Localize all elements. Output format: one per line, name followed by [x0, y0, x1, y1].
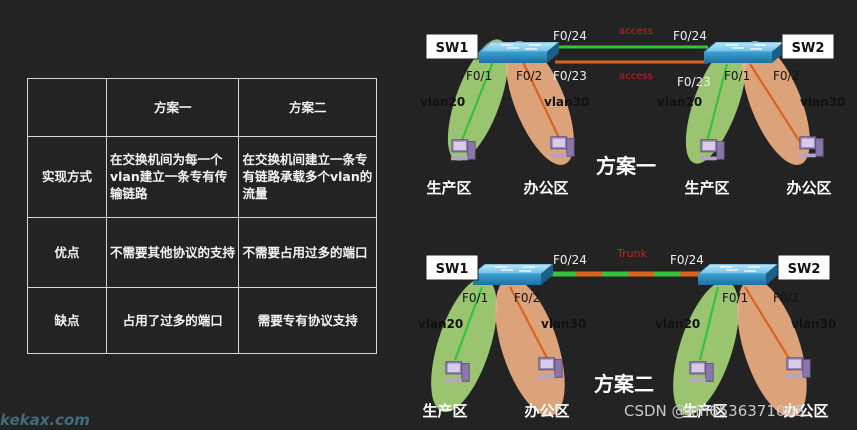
cell-advantages-plan1: 不需要其他协议的支持 — [105, 216, 240, 288]
mode-label-top-1: access — [619, 26, 653, 37]
access-line-green-right-1 — [705, 63, 729, 143]
port-label-sw2-a-2: F0/1 — [722, 291, 748, 305]
zone-label-office-right-1: 办公区 — [786, 179, 831, 197]
sw2-label-plan1: SW2 — [792, 41, 825, 56]
zone-green-left-2 — [431, 277, 497, 413]
sw1-label-box-plan1 — [425, 33, 479, 60]
switch-sw1-plan1 — [478, 42, 560, 64]
zone-label-production-right-2: 生产区 — [682, 402, 727, 420]
vlan-label-left-a-2: vlan20 — [418, 317, 463, 331]
pc-production-left-1 — [450, 139, 476, 161]
vlan-label-left-b-1: vlan30 — [544, 95, 589, 109]
diagram-title-plan1: 方案一 — [596, 154, 656, 178]
port-label-sw1-b-1: F0/2 — [516, 69, 542, 83]
pc-production-right-1 — [699, 139, 725, 161]
zone-label-office-right-2: 办公区 — [783, 402, 828, 420]
vlan-label-right-b-1: vlan30 — [800, 95, 845, 109]
access-line-green-left-2 — [453, 286, 484, 361]
sw2-label-box-plan2 — [777, 254, 831, 281]
mode-label-bottom-1: access — [619, 71, 653, 82]
diagram-plan1: SW1 SW2 F0/24 access F0/24 F0/23 access … — [420, 26, 845, 197]
zone-label-office-left-1: 办公区 — [523, 179, 568, 197]
port-label-right-2: F0/24 — [670, 253, 704, 267]
table-row-advantages: 优点 不需要其他协议的支持 不需要占用过多的端口 — [27, 216, 377, 288]
switch-sw2-plan2 — [697, 264, 779, 286]
zone-label-production-right-1: 生产区 — [684, 179, 729, 197]
port-label-sw1-b-2: F0/2 — [514, 291, 540, 305]
port-label-sw1-a-2: F0/1 — [462, 291, 488, 305]
mode-label-trunk-2: Trunk — [616, 247, 648, 260]
diagram-title-plan2: 方案二 — [594, 372, 654, 396]
access-line-orange-right-1 — [749, 63, 801, 143]
port-label-sw2-b-1: F0/2 — [773, 69, 799, 83]
port-label-sw1-a-1: F0/1 — [466, 69, 492, 83]
switch-sw2-plan1 — [703, 42, 785, 64]
cell-disadvantages-plan1: 占用了过多的端口 — [105, 286, 240, 355]
vlan-label-right-a-2: vlan20 — [655, 317, 700, 331]
pc-office-left-1 — [549, 136, 575, 158]
zone-label-production-left-2: 生产区 — [422, 402, 467, 420]
cell-advantages-plan2: 不需要占用过多的端口 — [238, 216, 377, 288]
watermark-right: CSDN @xin6536371005 — [624, 402, 805, 420]
zone-label-production-left-1: 生产区 — [426, 179, 471, 197]
pc-office-right-1 — [798, 136, 824, 158]
access-line-orange-left-1 — [522, 61, 561, 141]
vlan-label-right-b-2: vlan30 — [791, 317, 836, 331]
sw2-label-plan2: SW2 — [788, 262, 821, 277]
cell-disadvantages-plan2: 需要专有协议支持 — [238, 286, 377, 355]
row-label-disadvantages: 缺点 — [27, 286, 107, 355]
table-header-empty — [27, 78, 107, 137]
sw1-label-plan1: SW1 — [436, 41, 469, 56]
sw1-label-box-plan2 — [425, 254, 479, 281]
diagram-plan2: SW1 SW2 F0/24 Trunk F0/24 F0/1 F0/2 F0/1… — [418, 247, 836, 420]
access-line-green-left-1 — [460, 61, 495, 141]
vlan-label-left-b-2: vlan30 — [541, 317, 586, 331]
zone-orange-right-2 — [737, 278, 807, 418]
table-row-implementation: 实现方式 在交换机间为每一个vlan建立一条专有传输链路 在交换机间建立一条专有… — [27, 135, 377, 218]
port-label-sw2-a-1: F0/1 — [724, 69, 750, 83]
access-line-orange-left-2 — [509, 286, 549, 361]
vlan-label-left-a-1: vlan20 — [420, 95, 465, 109]
switch-sw1-plan2 — [472, 264, 554, 286]
port-label-left-2: F0/24 — [553, 253, 587, 267]
sw1-label-plan2: SW1 — [436, 262, 469, 277]
row-label-implementation: 实现方式 — [27, 135, 107, 218]
comparison-table: 方案一 方案二 实现方式 在交换机间为每一个vlan建立一条专有传输链路 在交换… — [27, 78, 377, 355]
access-line-green-right-2 — [698, 286, 720, 361]
cell-implementation-plan1: 在交换机间为每一个vlan建立一条专有传输链路 — [105, 135, 240, 218]
table-row-disadvantages: 缺点 占用了过多的端口 需要专有协议支持 — [27, 286, 377, 355]
port-label-bottom-left-1: F0/23 — [553, 69, 587, 83]
pc-production-left-2 — [444, 361, 470, 383]
pc-office-left-2 — [537, 357, 563, 379]
row-label-advantages: 优点 — [27, 216, 107, 288]
zone-orange-left-2 — [495, 277, 565, 417]
pc-office-right-2 — [785, 357, 811, 379]
port-label-top-right-1: F0/24 — [673, 29, 707, 43]
cell-implementation-plan2: 在交换机间建立一条专有链路承载多个vlan的流量 — [238, 135, 377, 218]
watermark-left: kekax.com — [0, 411, 90, 429]
pc-production-right-2 — [688, 361, 714, 383]
sw2-label-box-plan1 — [781, 33, 835, 60]
access-line-orange-right-2 — [744, 286, 791, 361]
port-label-sw2-b-2: F0/2 — [773, 291, 799, 305]
zone-label-office-left-2: 办公区 — [524, 402, 569, 420]
port-label-bottom-right-1: F0/23 — [677, 75, 711, 89]
vlan-label-right-a-1: vlan20 — [657, 95, 702, 109]
port-label-top-left-1: F0/24 — [553, 29, 587, 43]
